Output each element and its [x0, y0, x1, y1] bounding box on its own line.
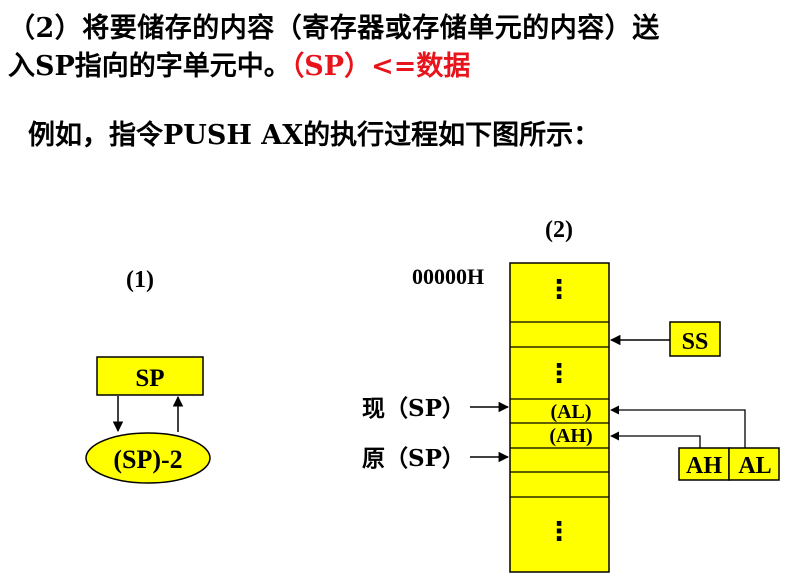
heading-line-1: （2）将要储存的内容（寄存器或存储单元的内容）送	[8, 13, 660, 44]
memory-dots-middle: ⋮	[546, 359, 572, 389]
example-text: 例如，指令PUSH AX的执行过程如下图所示：	[28, 120, 601, 151]
ss-register-box	[669, 321, 721, 357]
ah-register-box	[678, 447, 730, 481]
ss-register-label: SS	[682, 329, 709, 355]
ah-to-memory-arrow	[610, 431, 701, 448]
sp-register-box	[96, 356, 204, 396]
heading-line-2: 入SP指向的字单元中。（SP）<=数据	[8, 44, 788, 83]
memory-column	[509, 262, 610, 573]
sp-register-label: SP	[135, 365, 164, 392]
ah-register-label: AH	[686, 453, 722, 479]
memory-cell-ah: (AH)	[549, 425, 592, 447]
al-register-label: AL	[738, 453, 771, 479]
heading-line-2-text: 入SP指向的字单元中。	[8, 51, 291, 82]
address-label: 00000H	[412, 264, 484, 289]
al-to-memory-arrow	[610, 405, 746, 448]
memory-dots-top: ⋮	[546, 275, 572, 305]
sp-data-formula: （SP）<=数据	[290, 51, 471, 82]
memory-dots-bottom: ⋮	[546, 517, 572, 547]
sp-minus-2-ellipse	[85, 432, 211, 484]
current-sp-label: 现（SP）	[362, 395, 465, 422]
memory-cell-al: (AL)	[550, 401, 591, 423]
sp-minus-2-label: (SP)-2	[113, 445, 182, 474]
diagram-2-label: (2)	[545, 217, 573, 243]
al-register-box	[728, 447, 780, 481]
diagram-1-label: (1)	[126, 267, 154, 293]
original-sp-label: 原（SP）	[362, 445, 465, 472]
